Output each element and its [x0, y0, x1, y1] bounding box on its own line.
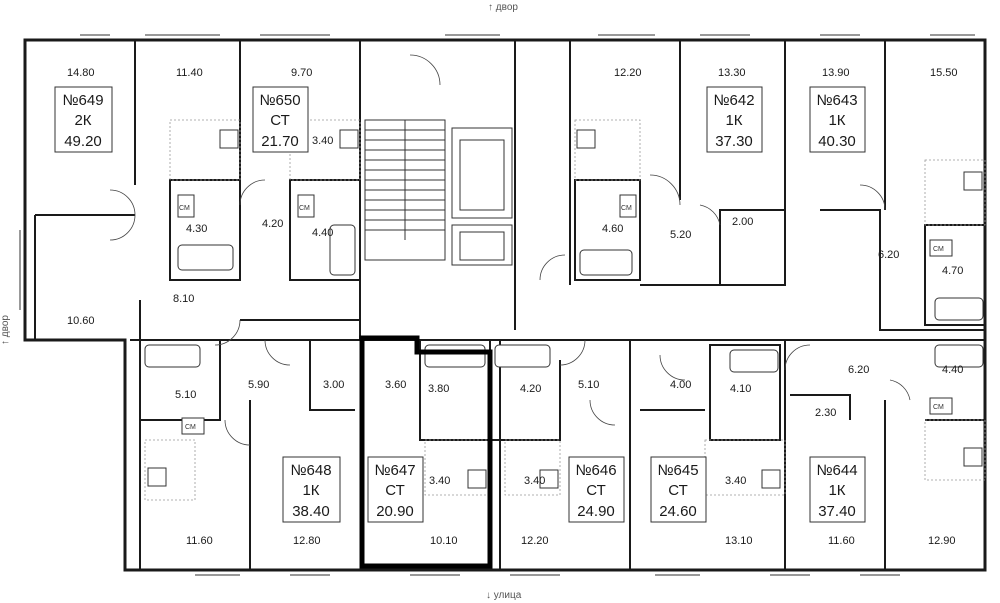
apartment-badge-649[interactable]: №649 2К 49.20	[54, 86, 113, 153]
apartment-type: 1К	[725, 112, 742, 129]
room-area: 3.80	[428, 383, 449, 395]
room-area: 12.20	[614, 67, 642, 79]
washer-label: СМ	[933, 246, 944, 253]
apartment-area: 24.60	[659, 503, 697, 520]
washer-label: СМ	[621, 205, 632, 212]
apartment-area: 37.40	[818, 503, 856, 520]
apartment-area: 24.90	[577, 503, 615, 520]
room-area: 3.00	[323, 379, 344, 391]
room-area: 12.90	[928, 535, 956, 547]
room-area: 13.90	[822, 67, 850, 79]
apartment-type: 1К	[828, 482, 845, 499]
room-area: 4.60	[602, 223, 623, 235]
room-area: 4.20	[520, 383, 541, 395]
room-area: 5.20	[670, 229, 691, 241]
apartment-type: СТ	[385, 482, 405, 499]
corridor-walls	[130, 40, 985, 341]
room-area: 11.40	[176, 67, 203, 79]
room-area: 6.20	[878, 249, 899, 261]
apartment-type: 1К	[828, 112, 845, 129]
apartment-badge-645[interactable]: №645 СТ 24.60	[650, 456, 707, 523]
apartment-badge-642[interactable]: №642 1К 37.30	[706, 86, 763, 153]
apartment-type: СТ	[668, 482, 688, 499]
apartment-type: 1К	[302, 482, 319, 499]
washer-label: СМ	[179, 205, 190, 212]
room-area: 5.10	[578, 379, 599, 391]
selected-apartment-outline	[359, 335, 493, 569]
room-area: 13.10	[725, 535, 753, 547]
room-area: 13.30	[718, 67, 746, 79]
apartment-number: №649	[62, 92, 103, 109]
room-area: 2.30	[815, 407, 836, 419]
interior-walls-bottom	[139, 339, 986, 570]
room-area: 5.90	[248, 379, 269, 391]
apartment-number: №643	[816, 92, 857, 109]
room-area: 10.10	[430, 535, 458, 547]
room-area: 5.10	[175, 389, 196, 401]
room-area: 15.50	[930, 67, 958, 79]
room-area-labels: 14.80 11.40 9.70 12.20 13.30 13.90 15.50…	[67, 67, 963, 547]
apartment-number: №644	[816, 462, 857, 479]
apartment-number: №642	[713, 92, 754, 109]
apartment-type: 2К	[74, 112, 91, 129]
outer-walls	[19, 34, 987, 576]
room-area: 9.70	[291, 67, 312, 79]
apartment-badge-647[interactable]: №647 СТ 20.90	[367, 456, 424, 523]
door-swings	[109, 54, 911, 446]
room-area: 14.80	[67, 67, 95, 79]
stairwell	[364, 119, 513, 266]
room-area: 6.20	[848, 364, 869, 376]
apartment-type: СТ	[270, 112, 290, 129]
room-area: 12.20	[521, 535, 549, 547]
apartment-type: СТ	[586, 482, 606, 499]
washing-machine-labels: СМ СМ СМ СМ СМ СМ	[177, 194, 953, 435]
apartment-badge-648[interactable]: №648 1К 38.40	[282, 456, 341, 523]
room-area: 4.70	[942, 265, 963, 277]
apartment-badge-643[interactable]: №643 1К 40.30	[809, 86, 866, 153]
room-area: 3.40	[312, 135, 333, 147]
room-area: 10.60	[67, 315, 95, 327]
apartment-area: 37.30	[715, 133, 753, 150]
kitchen-zones	[144, 119, 986, 501]
bathtub-icons	[144, 224, 984, 373]
apartment-area: 38.40	[292, 503, 330, 520]
apartment-area: 49.20	[64, 133, 102, 150]
apartment-area: 40.30	[818, 133, 856, 150]
room-area: 3.40	[524, 475, 545, 487]
apartment-area: 21.70	[261, 133, 299, 150]
apartment-badge-646[interactable]: №646 СТ 24.90	[568, 456, 625, 523]
room-area: 4.20	[262, 218, 283, 230]
washer-label: СМ	[299, 205, 310, 212]
apartment-number: №646	[575, 462, 616, 479]
direction-left-label: ↑ двор	[0, 315, 11, 345]
direction-top-label: ↑ двор	[488, 2, 518, 13]
washer-label: СМ	[185, 424, 196, 431]
room-area: 4.40	[312, 227, 333, 239]
room-area: 4.00	[670, 379, 691, 391]
room-area: 4.10	[730, 383, 751, 395]
apartment-number: №648	[290, 462, 331, 479]
room-area: 3.60	[385, 379, 406, 391]
room-area: 2.00	[732, 216, 753, 228]
apartment-badge-644[interactable]: №644 1К 37.40	[809, 456, 866, 523]
direction-bottom-label: ↓ улица	[486, 590, 522, 601]
room-area: 8.10	[173, 293, 194, 305]
stove-icons	[147, 129, 983, 489]
room-area: 4.40	[942, 364, 963, 376]
room-area: 4.30	[186, 223, 207, 235]
room-area: 11.60	[186, 535, 213, 547]
apartment-number: №650	[259, 92, 300, 109]
room-area: 3.40	[429, 475, 450, 487]
apartment-number: №645	[657, 462, 698, 479]
room-area: 3.40	[725, 475, 746, 487]
room-area: 12.80	[293, 535, 321, 547]
apartment-number: №647	[374, 462, 415, 479]
washer-label: СМ	[933, 404, 944, 411]
apartment-area: 20.90	[376, 503, 414, 520]
apartment-badge-650[interactable]: №650 СТ 21.70	[252, 86, 309, 153]
room-area: 11.60	[828, 535, 855, 547]
